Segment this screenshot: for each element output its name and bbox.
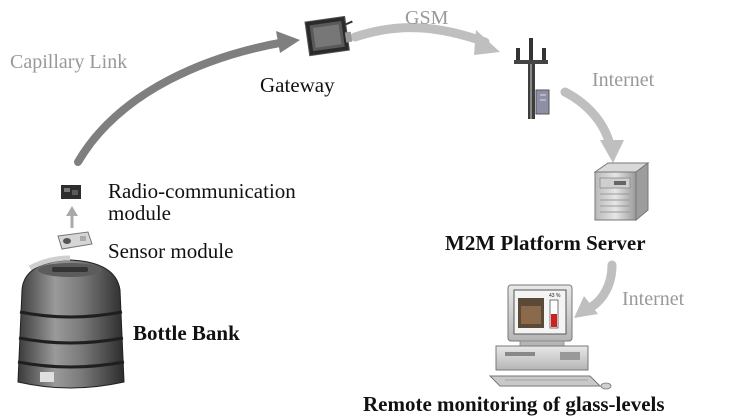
sensor-module-icon [57,231,93,250]
computer-monitor-icon: 43 % [488,284,612,390]
gsm-arrow [350,23,500,55]
radio-module-label-line1: Radio-communication [108,179,296,203]
remote-monitoring-label: Remote monitoring of glass-levels [363,392,665,416]
sensor-to-radio-arrow [66,206,78,228]
gateway-device-icon [304,15,353,57]
internet-arrow-top [560,87,624,163]
internet-arrow-bottom [574,260,617,318]
monitor-level-text: 43 % [549,293,561,299]
antenna-tower-icon [514,38,550,119]
capillary-link-label: Capillary Link [10,51,128,73]
internet-label-top: Internet [592,69,655,91]
gsm-label: GSM [405,7,449,29]
server-icon [593,162,650,222]
bottle-bank-label: Bottle Bank [133,321,240,345]
radio-module-label-line2: module [108,201,171,226]
bottle-bank-icon [17,255,125,389]
capillary-link-arrow [74,31,300,166]
radio-module-label: Radio-communication module [108,180,296,224]
gateway-label: Gateway [260,73,335,97]
m2m-server-label: M2M Platform Server [445,231,646,255]
radio-module-icon [61,185,81,199]
sensor-module-label: Sensor module [108,239,234,263]
internet-label-bottom: Internet [622,288,685,310]
